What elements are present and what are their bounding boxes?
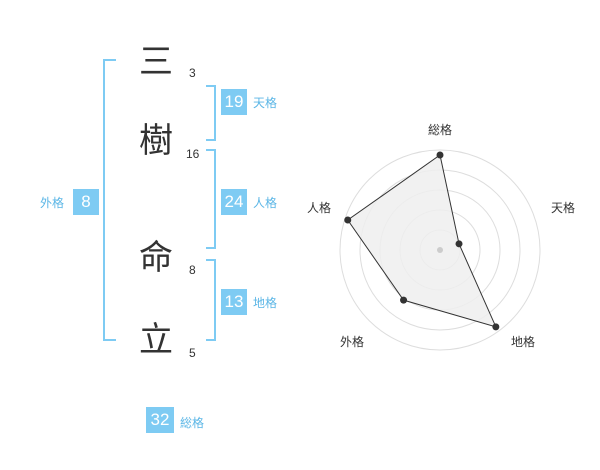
jinkaku-value-badge: 24 — [221, 189, 247, 215]
chikaku-bracket — [206, 259, 216, 341]
radar-label-gaikaku: 外格 — [340, 335, 365, 349]
radar-point-3 — [492, 323, 500, 331]
radar-label-tenkaku: 天格 — [551, 201, 576, 215]
tenkaku-value-badge: 19 — [221, 89, 247, 115]
stroke-count-3: 8 — [189, 263, 196, 277]
radar-point-4 — [400, 296, 408, 304]
jinkaku-label: 人格 — [253, 196, 278, 210]
name-char-4: 立 — [139, 320, 173, 360]
radar-label-chikaku: 地格 — [511, 335, 536, 349]
radar-ring — [339, 149, 541, 351]
chikaku-label: 地格 — [253, 296, 278, 310]
soukaku-label: 総格 — [180, 416, 205, 430]
gaikaku-value-badge: 8 — [73, 189, 99, 215]
soukaku-value-badge: 32 — [146, 407, 174, 433]
radar-chart — [339, 149, 541, 351]
radar-point-5 — [344, 216, 352, 224]
gaikaku-bracket — [103, 59, 116, 341]
radar-label-soukaku: 総格 — [428, 123, 453, 137]
chikaku-value-badge: 13 — [221, 289, 247, 315]
radar-point-1 — [436, 151, 444, 159]
radar-label-jinkaku: 人格 — [307, 201, 332, 215]
gaikaku-label: 外格 — [40, 196, 65, 210]
name-char-1: 三 — [139, 42, 173, 82]
name-char-2: 樹 — [139, 121, 173, 161]
name-char-3: 命 — [139, 238, 173, 278]
radar-point-2 — [455, 240, 463, 248]
tenkaku-label: 天格 — [253, 96, 278, 110]
jinkaku-bracket — [206, 149, 216, 249]
tenkaku-bracket — [206, 85, 216, 141]
radar-center-dot — [437, 247, 443, 253]
radar-polygon — [347, 154, 497, 328]
stroke-count-1: 3 — [189, 66, 196, 80]
stroke-count-4: 5 — [189, 346, 196, 360]
stroke-count-2: 16 — [186, 147, 200, 161]
